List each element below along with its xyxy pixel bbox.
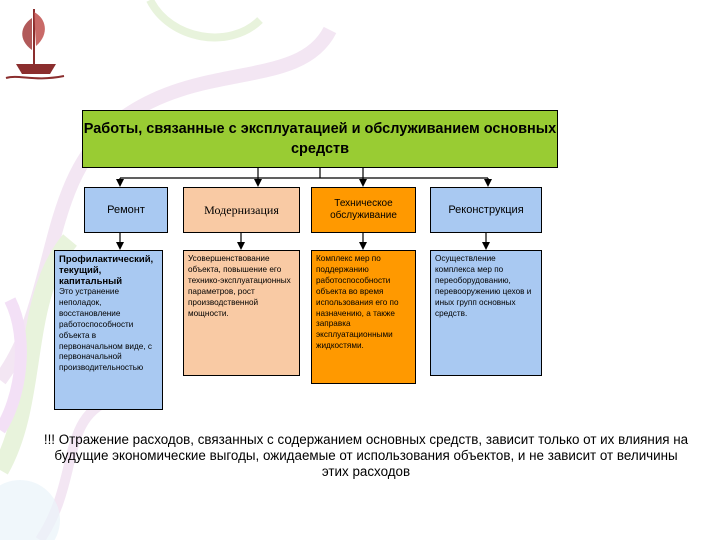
diagram-title: Работы, связанные с эксплуатацией и обсл… [83, 121, 557, 157]
category-box-repair: Ремонт [84, 187, 168, 233]
category-label-modernization: Модернизация [204, 202, 279, 217]
category-box-maintenance: Техническое обслуживание [311, 187, 416, 233]
footnote-text: !!! Отражение расходов, связанных с соде… [43, 432, 689, 479]
sailing-ship-icon [5, 9, 65, 80]
description-box-repair: Профилактический, текущий, капитальный Э… [54, 250, 163, 410]
description-text-maintenance: Комплекс мер по поддержанию работоспособ… [316, 254, 399, 351]
category-box-reconstruction: Реконструкция [430, 187, 542, 233]
diagram-title-box: Работы, связанные с эксплуатацией и обсл… [82, 110, 558, 168]
description-bold-repair: Профилактический, текущий, капитальный [59, 254, 154, 287]
category-label-repair: Ремонт [107, 203, 145, 216]
description-box-reconstruction: Осуществление комплекса мер по переобору… [430, 250, 542, 376]
category-box-modernization: Модернизация [183, 187, 300, 233]
category-label-maintenance: Техническое обслуживание [330, 198, 397, 221]
description-text-reconstruction: Осуществление комплекса мер по переобору… [435, 254, 532, 318]
description-box-maintenance: Комплекс мер по поддержанию работоспособ… [311, 250, 416, 384]
category-label-reconstruction: Реконструкция [448, 203, 524, 216]
description-text-modernization: Усовершенствование объекта, повышение ег… [188, 254, 291, 318]
description-box-modernization: Усовершенствование объекта, повышение ег… [183, 250, 300, 376]
description-text-repair: Это устранение неполадок, восстановление… [59, 287, 152, 373]
